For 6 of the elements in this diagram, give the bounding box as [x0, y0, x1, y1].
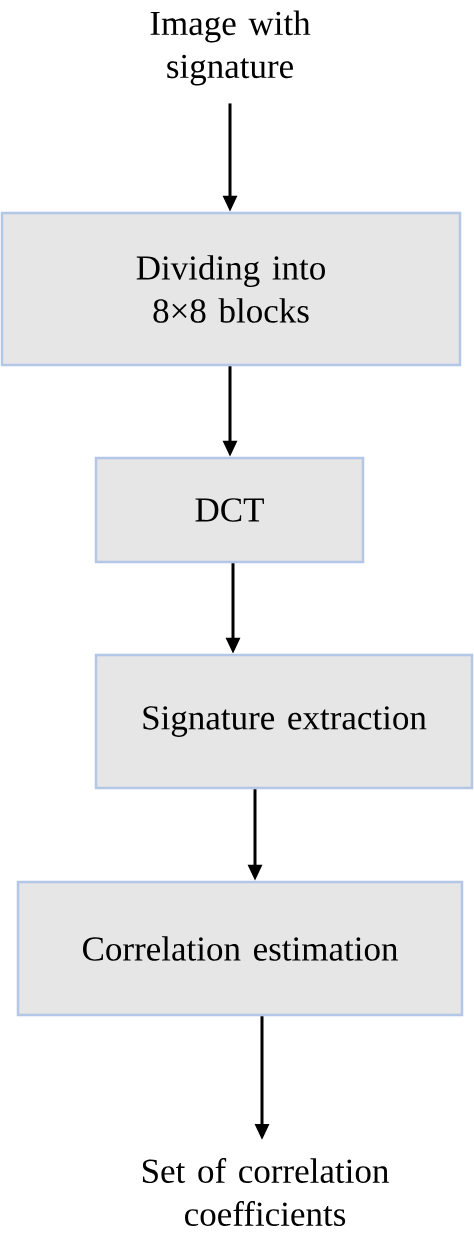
process-box: Signature extraction: [94, 653, 474, 790]
process-box: DCT: [94, 456, 365, 564]
text-label: Image with signature: [150, 10, 311, 86]
process-box: Dividing into 8×8 blocks: [0, 211, 462, 367]
text-label: Set of correlation coefficients: [142, 1158, 389, 1226]
process-box: Correlation estimation: [16, 880, 464, 1017]
